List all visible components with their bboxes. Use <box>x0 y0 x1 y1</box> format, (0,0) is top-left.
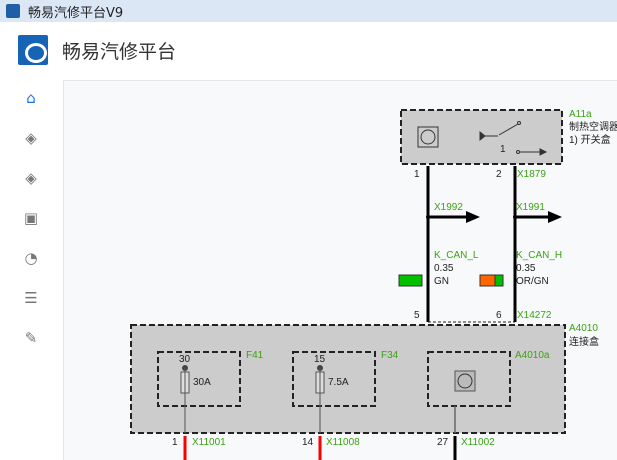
wire-signal: K_CAN_L <box>434 250 479 261</box>
connector-label: X11008 <box>326 437 360 448</box>
fuse-rating: 7.5A <box>328 377 349 388</box>
component-box-a4010[interactable] <box>130 324 566 434</box>
component-desc: 制热空调器 <box>569 120 617 133</box>
pin-label: 6 <box>496 310 502 321</box>
module-icon <box>417 126 439 148</box>
pin-label: 14 <box>302 437 314 448</box>
switch-icon <box>479 121 548 156</box>
fuse-id: F41 <box>246 350 264 361</box>
window-title: 畅易汽修平台V9 <box>28 5 124 21</box>
wire-color-swatch <box>479 274 496 287</box>
pin-label: 5 <box>414 310 420 321</box>
pin-label: 1 <box>172 437 178 448</box>
sidebar-item-layers-2[interactable]: ◈ <box>0 158 62 198</box>
sidebar-item-edit[interactable]: ✎ <box>0 318 62 358</box>
switch-pin: 1 <box>500 144 506 155</box>
splice-label: X1991 <box>516 202 545 213</box>
component-id: A4010 <box>569 323 598 334</box>
wire-color-swatch <box>494 274 504 287</box>
module-id: A4010a <box>515 350 550 361</box>
wire-color: GN <box>434 276 449 287</box>
splice-arrow[interactable] <box>513 211 562 223</box>
pie-chart-icon: ◔ <box>24 249 38 267</box>
edit-icon: ✎ <box>24 329 38 347</box>
layout-icon: ▣ <box>23 209 39 227</box>
sidebar-item-home[interactable]: ⌂ <box>0 78 62 118</box>
fuse-id: F34 <box>381 350 399 361</box>
component-note: 1) 开关盒 <box>569 133 611 146</box>
layers-icon: ◈ <box>25 169 37 187</box>
layers-icon: ◈ <box>25 129 37 147</box>
pin-label: 2 <box>496 169 502 180</box>
fuse-f34[interactable] <box>292 351 376 433</box>
fuse-pin: 15 <box>314 354 326 365</box>
app-title: 畅易汽修平台 <box>62 40 177 63</box>
module-icon-circle <box>420 129 436 145</box>
pin-label: 1 <box>414 169 420 180</box>
app-logo <box>18 35 48 65</box>
connector-label: X11001 <box>192 437 226 448</box>
connector-label: X14272 <box>517 310 552 321</box>
list-icon: ☰ <box>24 289 38 307</box>
sidebar-item-chart[interactable]: ◔ <box>0 238 62 278</box>
sidebar-item-list[interactable]: ☰ <box>0 278 62 318</box>
splice-arrow[interactable] <box>426 211 480 223</box>
fuse-pin: 30 <box>179 354 191 365</box>
wire-signal: K_CAN_H <box>516 250 562 261</box>
sidebar: ⌂ ◈ ◈ ▣ ◔ ☰ ✎ <box>0 78 62 460</box>
fuse-rating: 30A <box>193 377 211 388</box>
wire-size: 0.35 <box>434 263 454 274</box>
module-a4010a[interactable] <box>427 351 511 433</box>
window-titlebar: 畅易汽修平台V9 <box>0 0 617 22</box>
wire-size: 0.35 <box>516 263 536 274</box>
fuse-f41[interactable] <box>157 351 241 433</box>
pin-label: 27 <box>437 437 449 448</box>
sidebar-item-layers-1[interactable]: ◈ <box>0 118 62 158</box>
connector-label: X11002 <box>461 437 495 448</box>
splice-label: X1992 <box>434 202 463 213</box>
component-desc: 连接盒 <box>569 335 599 348</box>
component-id: A11a <box>569 109 592 120</box>
app-icon <box>6 4 20 18</box>
app-header: 畅易汽修平台 <box>0 22 617 78</box>
wire-color-swatch <box>398 274 423 287</box>
connector-label: X1879 <box>517 169 546 180</box>
home-icon: ⌂ <box>26 89 36 107</box>
wire-color: OR/GN <box>516 276 549 287</box>
sidebar-item-layout[interactable]: ▣ <box>0 198 62 238</box>
